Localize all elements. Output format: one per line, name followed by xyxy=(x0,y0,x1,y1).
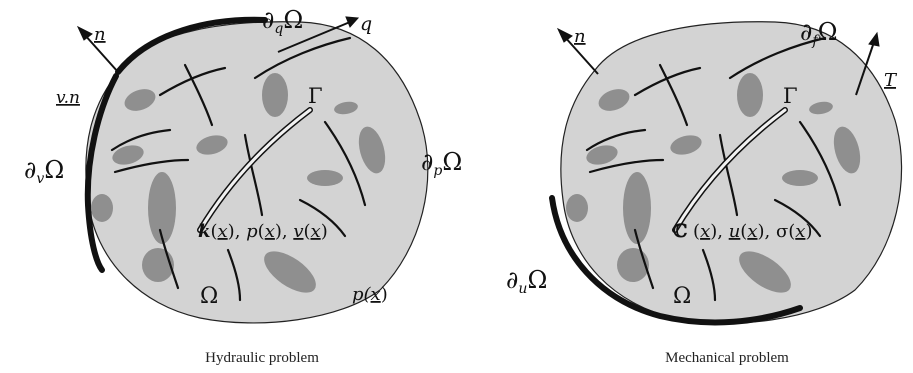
mechanical-displacement-boundary-label: ∂uΩ xyxy=(506,266,547,297)
inclusion xyxy=(124,89,156,111)
hydraulic-velocity-boundary-label: ∂vΩ xyxy=(24,156,64,187)
inclusion xyxy=(307,170,343,186)
inclusion xyxy=(334,101,358,115)
inclusion xyxy=(196,135,228,155)
mechanical-domain xyxy=(560,21,903,324)
inclusion xyxy=(142,248,174,282)
hydraulic-domain-label: Ω xyxy=(200,284,218,309)
hydraulic-flux-boundary-arc xyxy=(115,16,268,75)
inclusion xyxy=(833,126,861,174)
hydraulic-flux-label: q xyxy=(360,13,372,35)
inclusion xyxy=(737,73,763,117)
inclusion xyxy=(91,194,113,222)
hydraulic-pressure-boundary-label: ∂pΩ xyxy=(421,148,462,179)
inclusion xyxy=(566,194,588,222)
hydraulic-normal-label: n xyxy=(94,24,106,45)
fracture xyxy=(110,128,172,152)
inclusion xyxy=(670,135,702,155)
fracture xyxy=(113,158,190,174)
hydraulic-flux-boundary-label: ∂qΩ xyxy=(262,6,303,37)
fracture xyxy=(585,128,647,152)
hydraulic-boundary-pressure-label: p(x) xyxy=(352,284,388,305)
inclusion xyxy=(262,73,288,117)
mechanical-fracture-label: Γ xyxy=(783,84,798,108)
mechanical-traction-label: T xyxy=(884,70,898,91)
inclusion xyxy=(617,248,649,282)
hydraulic-inclusions xyxy=(91,73,386,293)
fracture xyxy=(658,63,689,127)
hydraulic-open-fracture-inner xyxy=(198,108,312,232)
hydraulic-panel: n ∂qΩ q v.n ∂vΩ ∂pΩ Γ k(x), p(x), v(x) Ω… xyxy=(24,6,462,366)
fracture xyxy=(588,158,665,174)
fracture xyxy=(633,228,655,290)
mechanical-panel: n ∂fΩ T Γ ℂ (x), u(x), σ(x) ∂uΩ Ω Mechan… xyxy=(506,18,903,366)
fracture xyxy=(253,36,352,80)
fracture xyxy=(798,120,842,207)
fracture xyxy=(243,133,264,217)
inclusion xyxy=(809,101,833,115)
inclusion xyxy=(623,172,651,244)
mechanical-inclusions xyxy=(566,73,861,293)
fracture xyxy=(226,248,242,302)
fracture xyxy=(633,66,702,97)
fracture xyxy=(728,36,827,80)
inclusion xyxy=(112,145,144,165)
inclusion xyxy=(782,170,818,186)
fracture xyxy=(323,120,367,207)
mechanical-normal-arrow xyxy=(556,27,599,75)
fracture xyxy=(158,66,227,97)
hydraulic-fields-label: k(x), p(x), v(x) xyxy=(198,221,328,242)
hydraulic-fractures xyxy=(110,36,367,302)
inclusion xyxy=(148,172,176,244)
mechanical-caption: Mechanical problem xyxy=(665,350,789,366)
mechanical-traction-boundary-label: ∂fΩ xyxy=(800,18,838,49)
fracture xyxy=(701,248,717,302)
hydraulic-caption: Hydraulic problem xyxy=(205,350,319,366)
fracture xyxy=(158,228,180,290)
hydraulic-normal-arrow xyxy=(76,25,119,73)
inclusion xyxy=(586,145,618,165)
mechanical-normal-label: n xyxy=(574,26,586,47)
hydraulic-velocity-boundary-value: v.n xyxy=(56,88,80,108)
fracture xyxy=(183,63,214,127)
mechanical-domain-label: Ω xyxy=(673,284,691,309)
hydraulic-velocity-boundary-arc xyxy=(84,73,119,273)
hydraulic-flux-arrow xyxy=(277,16,360,53)
mechanical-traction-arrow xyxy=(855,31,880,96)
mechanical-fractures xyxy=(585,36,842,302)
inclusion xyxy=(264,251,316,293)
hydraulic-fracture-label: Γ xyxy=(308,84,323,108)
fracture xyxy=(718,133,739,217)
inclusion xyxy=(598,89,630,111)
mechanical-fields-label: ℂ (x), u(x), σ(x) xyxy=(673,221,812,242)
inclusion xyxy=(739,251,791,293)
mechanical-displacement-boundary-arc xyxy=(549,195,803,326)
mechanical-open-fracture-inner xyxy=(673,108,787,232)
fracture xyxy=(773,198,822,238)
fracture xyxy=(298,198,347,238)
inclusion xyxy=(358,126,386,174)
